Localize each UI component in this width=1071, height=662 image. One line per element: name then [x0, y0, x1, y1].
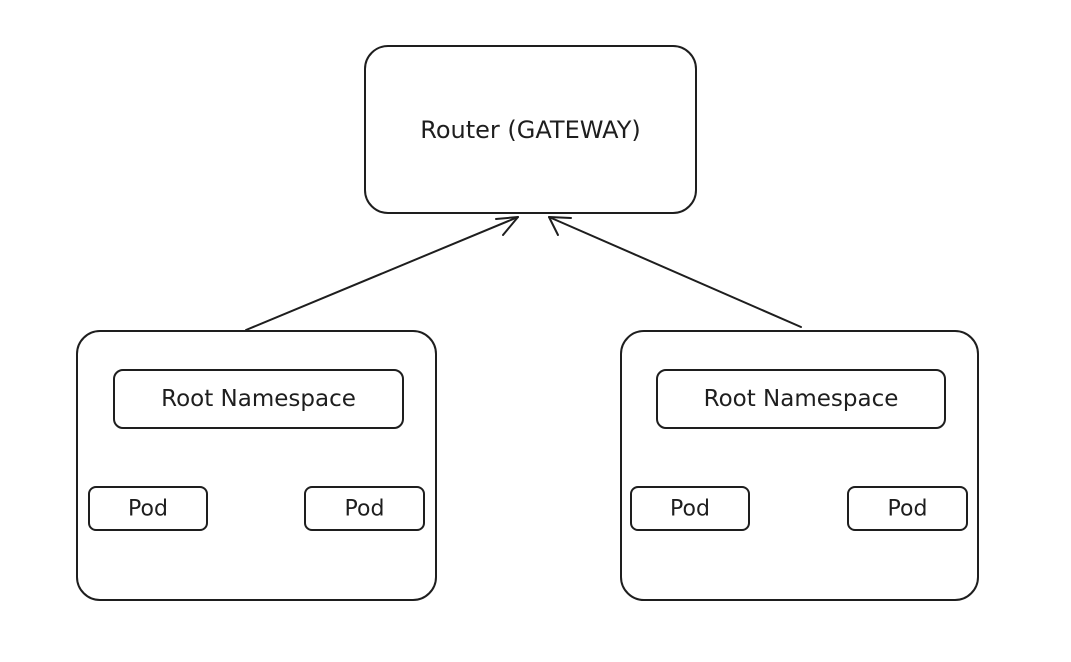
pod-label: Pod — [887, 496, 928, 521]
pod-label: Pod — [670, 496, 710, 521]
namespace-label: Root Namespace — [161, 386, 356, 412]
arrowhead-cluster-right-to-router — [548, 216, 572, 236]
pod-label: Pod — [344, 496, 385, 521]
pod-node: Pod — [847, 486, 968, 531]
namespace-node-left: Root Namespace — [113, 369, 404, 429]
pod-node: Pod — [304, 486, 425, 531]
pod-label: Pod — [128, 496, 168, 521]
namespace-node-right: Root Namespace — [656, 369, 946, 429]
pod-node: Pod — [630, 486, 750, 531]
namespace-label: Root Namespace — [703, 386, 899, 412]
router-node: Router (GATEWAY) — [364, 45, 697, 214]
router-label: Router (GATEWAY) — [420, 115, 641, 144]
arrow-cluster-left-to-router — [245, 216, 519, 331]
arrow-cluster-right-to-router — [548, 216, 802, 328]
pod-node: Pod — [88, 486, 208, 531]
arrowhead-cluster-left-to-router — [495, 216, 519, 236]
